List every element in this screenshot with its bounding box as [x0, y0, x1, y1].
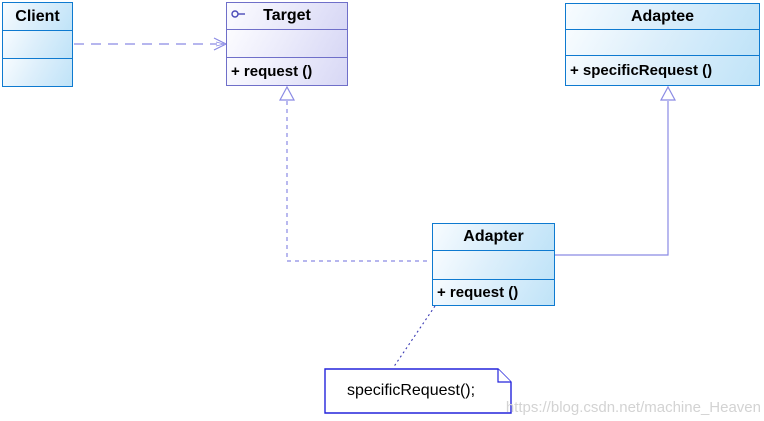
- note-text: specificRequest();: [347, 382, 476, 399]
- generalization-connector-adapter-adaptee[interactable]: [555, 85, 677, 256]
- class-title-row: Target: [227, 3, 347, 29]
- attributes-compartment: [227, 29, 347, 57]
- method-label: + specificRequest (): [566, 55, 759, 85]
- class-title: Target: [263, 7, 311, 24]
- class-title: Adaptee: [566, 4, 759, 29]
- method-label: + request (): [433, 279, 554, 305]
- note-shape: [324, 368, 512, 414]
- realization-connector-adapter-target[interactable]: [278, 85, 431, 262]
- interface-key-icon: [231, 10, 245, 18]
- attributes-compartment: [3, 30, 72, 58]
- class-box-adaptee[interactable]: Adaptee + specificRequest (): [565, 3, 760, 86]
- note-anchor-connector[interactable]: [392, 305, 436, 369]
- class-box-target[interactable]: Target + request (): [226, 2, 348, 86]
- method-label: + request (): [227, 57, 347, 85]
- note[interactable]: specificRequest();: [324, 368, 512, 414]
- class-title: Client: [3, 3, 72, 30]
- class-title: Adapter: [433, 224, 554, 250]
- methods-compartment: [3, 58, 72, 86]
- attributes-compartment: [566, 29, 759, 55]
- class-box-adapter[interactable]: Adapter + request (): [432, 223, 555, 306]
- attributes-compartment: [433, 250, 554, 279]
- dependency-connector-client-target[interactable]: [74, 37, 228, 51]
- class-box-client[interactable]: Client: [2, 2, 73, 87]
